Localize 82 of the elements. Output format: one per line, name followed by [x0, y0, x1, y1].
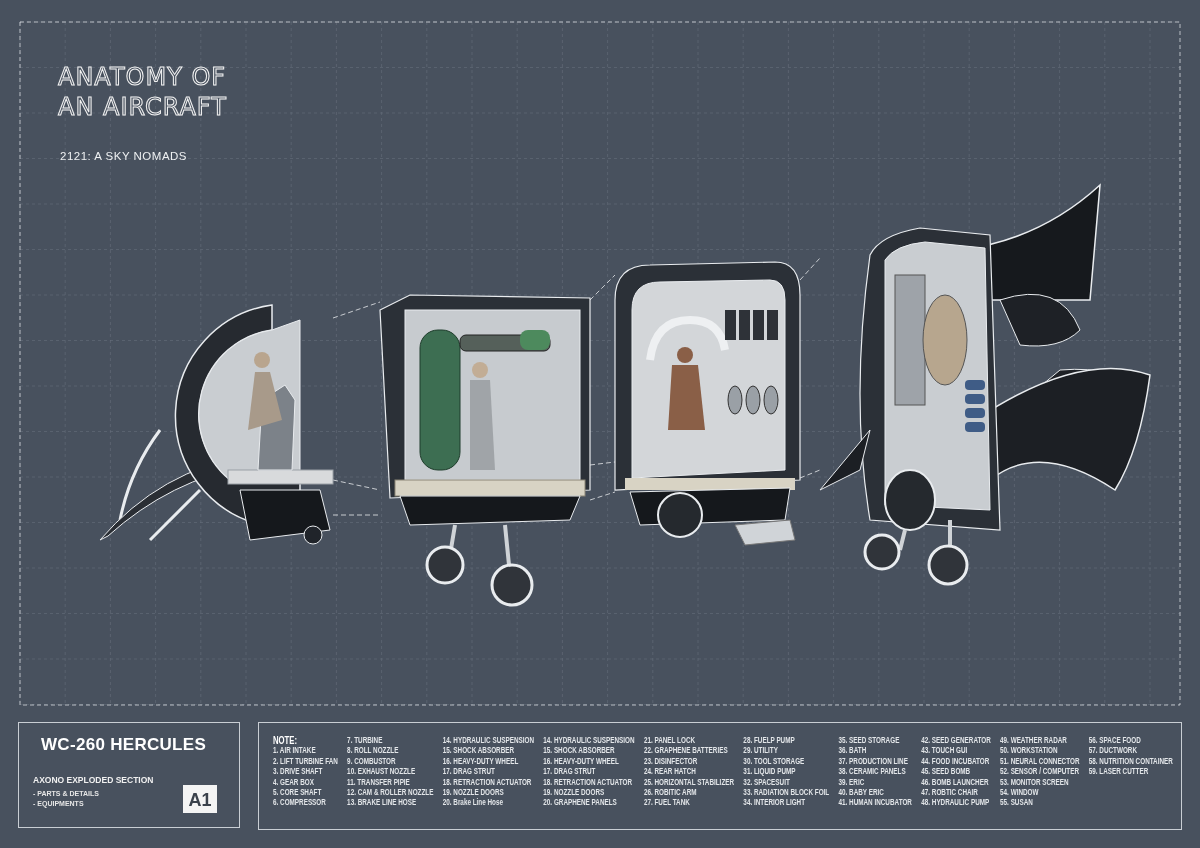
- part-list-item: 55. SUSAN: [1000, 798, 1034, 809]
- part-list-item: 15. SHOCK ABSORBER: [442, 746, 516, 757]
- part-list-item: 34. INTERIOR LIGHT: [743, 798, 807, 809]
- part-list-item: 24. REAR HATCH: [643, 767, 697, 778]
- part-list-item: 19. NOZZLE DOORS: [543, 788, 606, 799]
- part-list-item: 18. RETRACTION ACTUATOR: [543, 777, 633, 789]
- alignment-line: [799, 469, 821, 479]
- part-list-item: 47. ROBTIC CHAIR: [921, 788, 979, 799]
- part-list-item: 37. PRODUCTION LINE: [838, 756, 909, 768]
- part-list-item: 14. HYDRAULIC SUSPENSION: [543, 736, 635, 747]
- part-list-item: 4. GEAR BOX: [273, 777, 315, 789]
- part-list-item: 38. CERAMIC PANELS: [838, 767, 907, 778]
- sheet-size-badge: A1: [183, 785, 217, 813]
- part-list-item: 28. FUELP PUMP: [743, 736, 796, 747]
- part-list-item: 41. HUMAN INCUBATOR: [838, 798, 912, 809]
- part-list-item: 57. DUCTWORK: [1088, 746, 1139, 757]
- part-list-item: 49. WEATHER RADAR: [1000, 736, 1068, 747]
- part-list-item: 7. TURBINE: [347, 736, 384, 747]
- part-list-item: 26. ROBITIC ARM: [643, 788, 698, 799]
- alignment-line: [332, 301, 381, 319]
- part-list-item: 22. GRAPHENE BATTERIES: [643, 746, 729, 757]
- part-list-item: 19. NOZZLE DOORS: [442, 788, 505, 798]
- part-list-item: 33. RADIATION BLOCK FOIL: [743, 788, 830, 799]
- part-list-item: 25. HORIZONTAL STABILIZER: [643, 777, 735, 789]
- cabin-module-drawing: [379, 294, 591, 607]
- part-list-item: 40. BABY ERIC: [838, 788, 885, 799]
- part-list-item: 35. SEED STORAGE: [838, 736, 901, 747]
- title: ANATOMY OF AN AIRCRAFT: [58, 62, 228, 122]
- part-list-item: 5. CORE SHAFT: [273, 788, 323, 799]
- cockpit-module-drawing: [99, 304, 334, 545]
- part-list-item: 48. HYDRAULIC PUMP: [921, 798, 991, 809]
- part-list-item: 9. COMBUSTOR: [347, 756, 397, 768]
- part-list-item: 11. TRANSFER PIPIE: [347, 777, 411, 789]
- part-list-item: 36. BATH: [838, 746, 868, 757]
- part-list-item: 46. BOMB LAUNCHER: [921, 777, 990, 789]
- part-list-item: 2. LIFT TURBINE FAN: [273, 756, 338, 768]
- alignment-line: [589, 274, 616, 301]
- part-list-item: 8. ROLL NOZZLE: [347, 746, 400, 757]
- alignment-line: [332, 514, 381, 516]
- part-list-item: 58. NUTRITION CONTAINER: [1088, 756, 1173, 768]
- part-list-item: 31. LIQUID PUMP: [743, 767, 797, 778]
- part-list-item: 59. LASER CUTTER: [1088, 767, 1150, 778]
- part-list-item: 20. GRAPHENE PANELS: [543, 798, 618, 809]
- alignment-line: [799, 257, 821, 281]
- part-list-item: 16. HEAVY-DUTY WHEEL: [543, 756, 620, 768]
- part-list-item: 42. SEED GENERATOR: [921, 736, 991, 747]
- part-list-item: 51. NEURAL CONNECTOR: [1000, 756, 1080, 767]
- alignment-line: [589, 491, 616, 501]
- part-list-item: 30. TOOL STORAGE: [743, 756, 806, 768]
- notes-heading: NOTE:: [273, 736, 299, 747]
- part-list-item: 14. HYDRAULIC SUSPENSION: [442, 736, 534, 747]
- part-list-item: 21. PANEL LOCK: [643, 736, 697, 747]
- subtitle: 2121: A SKY NOMADS: [60, 150, 188, 162]
- equipment-module-drawing: [614, 261, 801, 546]
- tail-module-drawing: [819, 184, 1151, 586]
- part-list-item: 13. BRAKE LINE HOSE: [347, 798, 418, 809]
- part-list-item: 16. HEAVY-DUTY WHEEL: [442, 756, 520, 768]
- part-list-item: 52. SENSOR / COMPUTER: [1000, 767, 1080, 778]
- part-list-item: 17. DRAG STRUT: [442, 767, 496, 778]
- part-list-item: 45. SEED BOMB: [921, 767, 972, 778]
- part-list-item: 44. FOOD INCUBATOR: [921, 756, 991, 768]
- part-list-item: 3. DRIVE SHAFT: [273, 767, 324, 778]
- part-list-item: 6. COMPRESSOR: [273, 798, 327, 809]
- part-list-item: 17. DRAG STRUT: [543, 767, 597, 778]
- part-list-item: 56. SPACE FOOD: [1088, 736, 1142, 747]
- part-list-item: 1. AIR INTAKE: [273, 746, 317, 757]
- part-list-item: 15. SHOCK ABSORBER: [543, 746, 616, 757]
- section-heading: AXONO EXPLODED SECTION: [33, 775, 154, 785]
- part-list-item: 43. TOUCH GUI: [921, 746, 969, 757]
- part-list-item: 32. SPACESUIT: [743, 777, 791, 789]
- part-list-item: 27. FUEL TANK: [643, 798, 691, 809]
- part-list-item: 29. UTILITY: [743, 746, 779, 757]
- part-list-item: 54. WINDOW: [1000, 788, 1040, 799]
- part-list-item: 18. RETRACTION ACTUATOR: [442, 777, 533, 789]
- part-list-item: 50. WORKSTATION: [1000, 746, 1059, 757]
- part-list-item: 53. MONITOR SCREEN: [1000, 777, 1070, 789]
- part-list-item: 10. EXHAUST NOZZLE: [347, 767, 417, 778]
- part-list-item: 23. DISINFECTOR: [643, 756, 699, 768]
- part-list-item: 12. CAM & ROLLER NOZZLE: [347, 788, 434, 799]
- model-name: WC-260 HERCULES: [41, 735, 207, 755]
- part-list-item: 20. Brake Line Hose: [442, 798, 504, 809]
- part-list-item: 39. ERIC: [838, 777, 866, 789]
